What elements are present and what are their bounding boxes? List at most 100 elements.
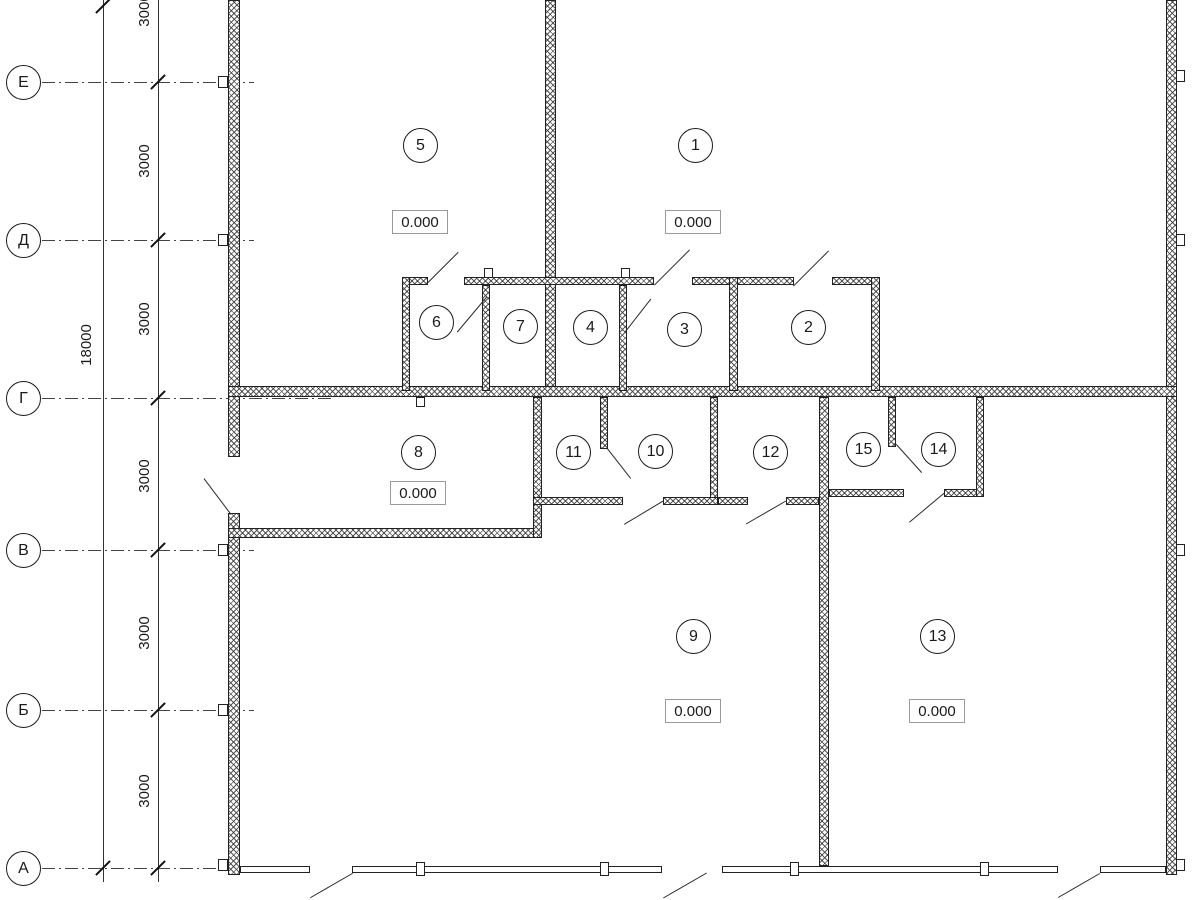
dim-segment-label: 3000 — [136, 0, 153, 27]
elevation-label-room1: 0.000 — [665, 210, 721, 234]
elevation-label-room8: 0.000 — [390, 481, 446, 505]
axis-bubble-a: А — [6, 851, 41, 886]
axis-label: В — [18, 541, 29, 559]
door-leaf-11-10 — [606, 448, 632, 479]
room-marker-12: 12 — [753, 435, 788, 470]
window-strip — [352, 866, 662, 873]
room-marker-6: 6 — [419, 305, 454, 340]
wall-tick — [218, 859, 228, 871]
window-tick — [600, 862, 609, 876]
room-marker-9: 9 — [676, 619, 711, 654]
dim-segment-label: 3000 — [136, 774, 153, 808]
axis-line-b — [42, 710, 254, 711]
window-tick — [416, 862, 425, 876]
axis-label: Б — [18, 701, 29, 719]
wall-right — [1166, 0, 1177, 875]
wall-tick — [1176, 70, 1185, 82]
room-marker-5: 5 — [403, 128, 438, 163]
axis-label: Е — [18, 73, 29, 91]
wall-room8-right — [533, 397, 542, 538]
elevation-value: 0.000 — [399, 484, 437, 502]
partition-room14-right — [976, 397, 984, 497]
axis-bubble-e: Е — [6, 65, 41, 100]
partition-3-2 — [729, 277, 738, 391]
partition-11-10 — [600, 397, 608, 449]
axis-label: Д — [18, 231, 29, 249]
wall-left-upper — [228, 0, 240, 457]
dimension-line-segments — [158, 0, 159, 882]
wall-tick — [621, 268, 630, 278]
axis-bubble-v: В — [6, 533, 41, 568]
wall-tick — [218, 704, 228, 716]
wall-room8-bottom — [228, 528, 540, 538]
door-leaf-4-3 — [624, 298, 652, 333]
partition-10-12 — [710, 397, 718, 505]
axis-bubble-d: Д — [6, 223, 41, 258]
wall-left-lower — [228, 513, 240, 875]
dim-total-label: 18000 — [78, 324, 95, 366]
elevation-label-room5: 0.000 — [392, 210, 448, 234]
room-marker-10: 10 — [638, 434, 673, 469]
room-marker-7: 7 — [503, 309, 538, 344]
wall-tick — [416, 397, 425, 407]
axis-label: Г — [19, 389, 28, 407]
partition-top-c — [692, 277, 794, 285]
room-marker-11: 11 — [556, 435, 591, 470]
room-number: 12 — [761, 443, 780, 461]
room-number: 15 — [854, 440, 873, 458]
door-leaf-room8 — [203, 478, 232, 515]
axis-label: А — [18, 859, 29, 877]
partition-15-14 — [888, 397, 896, 447]
room-marker-14: 14 — [921, 432, 956, 467]
partition-low-12b — [786, 497, 819, 505]
wall-tick — [218, 234, 228, 246]
partition-low-12a — [718, 497, 748, 505]
wall-tick — [1176, 234, 1185, 246]
axis-line-v — [42, 550, 254, 551]
room-number: 14 — [929, 440, 948, 458]
wall-divider-9-13 — [819, 397, 829, 866]
window-strip — [240, 866, 310, 873]
room-number: 7 — [516, 317, 525, 335]
wall-tick — [218, 544, 228, 556]
wall-axis-g — [228, 386, 1177, 397]
window-tick — [790, 862, 799, 876]
door-leaf-room3 — [653, 249, 691, 286]
partition-low-10b — [663, 497, 718, 505]
axis-line-e — [42, 82, 254, 83]
room-marker-13: 13 — [920, 619, 955, 654]
room-number: 6 — [432, 313, 441, 331]
wall-tick — [1176, 859, 1185, 871]
wall-center-vertical — [545, 0, 556, 391]
elevation-value: 0.000 — [918, 702, 956, 720]
room-number: 4 — [586, 318, 595, 336]
door-leaf-room12 — [745, 500, 787, 525]
room-number: 13 — [928, 627, 947, 645]
door-leaf-15-14 — [895, 444, 923, 473]
room-marker-3: 3 — [667, 312, 702, 347]
partition-6-7 — [482, 285, 490, 391]
axis-bubble-g: Г — [6, 381, 41, 416]
partition-top-b — [464, 277, 654, 285]
room-number: 2 — [804, 318, 813, 336]
room-number: 9 — [689, 627, 698, 645]
door-leaf-room14 — [909, 492, 945, 523]
room-number: 3 — [680, 320, 689, 338]
dim-segment-label: 3000 — [136, 302, 153, 336]
elevation-label-room13: 0.000 — [909, 699, 965, 723]
door-leaf-room10 — [624, 500, 664, 525]
door-leaf-entry-3 — [1057, 873, 1101, 898]
door-leaf-room2 — [792, 250, 830, 287]
door-leaf-room6 — [425, 251, 459, 286]
window-tick — [980, 862, 989, 876]
dim-segment-label: 3000 — [136, 616, 153, 650]
axis-line-d — [42, 240, 254, 241]
elevation-value: 0.000 — [674, 702, 712, 720]
room-marker-2: 2 — [791, 310, 826, 345]
door-leaf-entry-2 — [663, 872, 707, 899]
window-strip — [1100, 866, 1166, 873]
door-leaf-entry-1 — [310, 872, 353, 899]
dim-segment-label: 3000 — [136, 144, 153, 178]
room-number: 11 — [565, 443, 582, 461]
